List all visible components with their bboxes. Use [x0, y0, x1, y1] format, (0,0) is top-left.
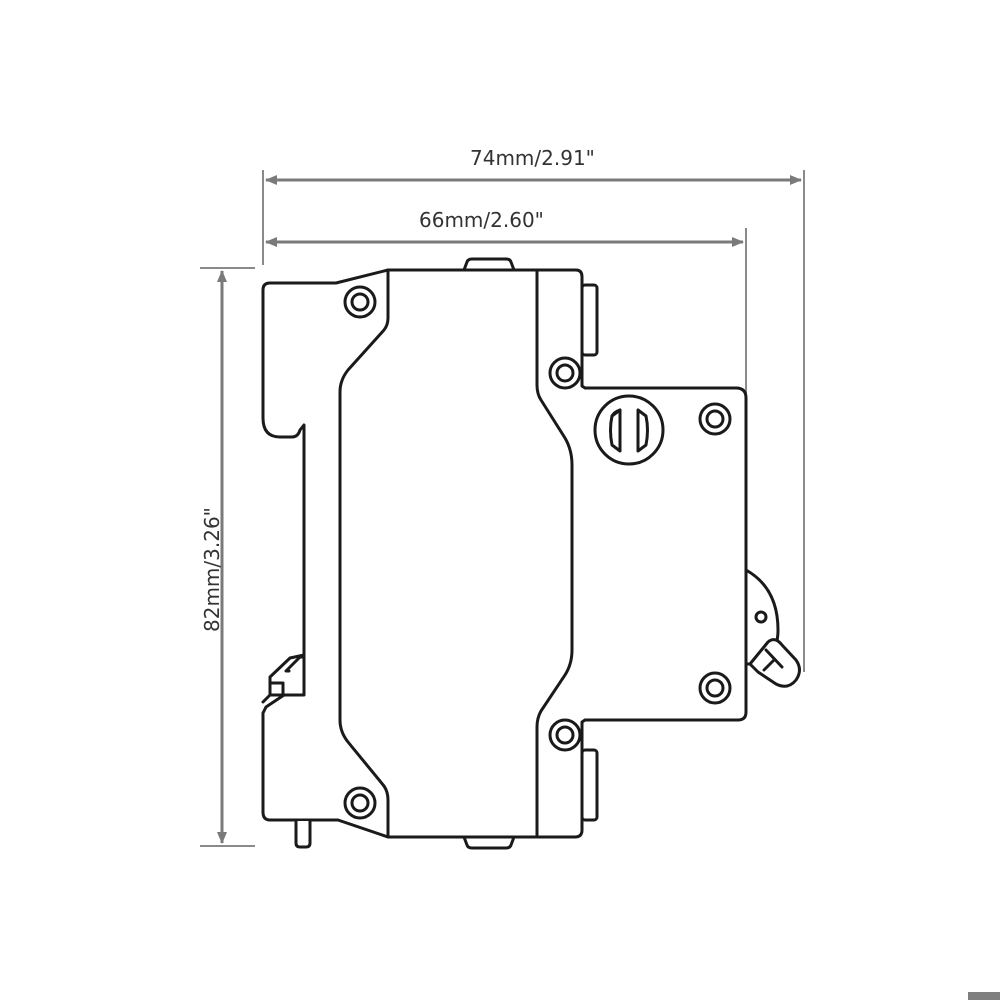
breaker-body-outline — [261, 268, 587, 839]
top-tab — [462, 257, 516, 271]
corner-mark — [968, 992, 1000, 1000]
terminal-screw-bottom-left — [343, 786, 377, 820]
terminal-screw-top-left — [343, 285, 377, 319]
din-clip-lower-hook — [268, 653, 306, 697]
bottom-tab — [462, 836, 516, 850]
height-label: 82mm/3.26" — [200, 507, 224, 632]
terminal-screw-bottom-right — [548, 718, 582, 752]
left-inner-divider — [338, 268, 390, 839]
front-screw-top — [698, 402, 732, 436]
lower-side-latch — [580, 748, 599, 822]
test-button-icon — [593, 394, 665, 466]
body-width-label: 66mm/2.60" — [419, 208, 544, 232]
toggle-lever-icon — [744, 568, 801, 688]
din-clip-hook-bevel — [261, 693, 272, 704]
right-inner-divider — [535, 268, 574, 839]
bottom-pin — [294, 821, 312, 849]
dimension-lines — [217, 175, 802, 844]
front-screw-bottom — [698, 671, 732, 705]
front-face — [585, 386, 748, 722]
upper-side-latch — [580, 283, 599, 357]
overall-width-label: 74mm/2.91" — [470, 146, 595, 170]
terminal-screw-top-right — [548, 356, 582, 390]
